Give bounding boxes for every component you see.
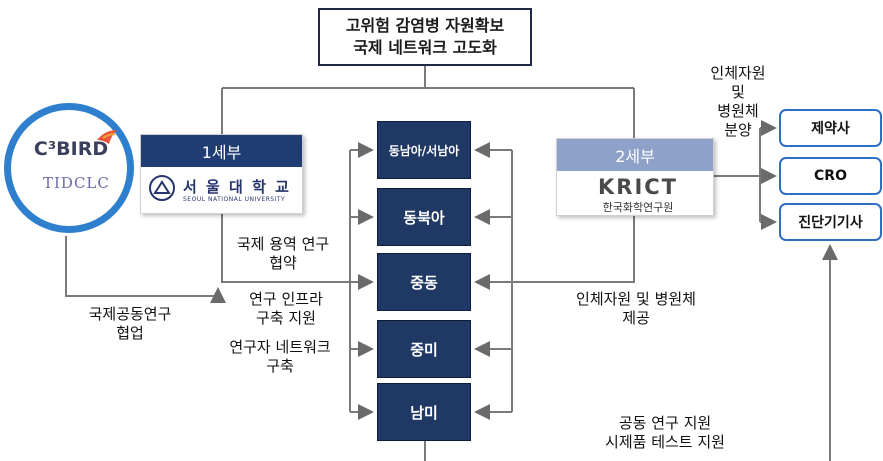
subproject2-card: 2세부 KRICT 한국화학연구원 [556, 138, 714, 216]
region-northeast-asia: 동북아 [377, 188, 471, 246]
snu-name-ko: 서 울 대 학 교 [183, 178, 291, 196]
label-joint-research: 공동 연구 지원 시제품 테스트 지원 [605, 414, 725, 451]
label-resource-provision: 인체자원 및 병원체 제공 [576, 290, 696, 327]
region-southeast-southwest-asia: 동남아/서남아 [377, 121, 471, 179]
subproject1-header: 1세부 [141, 135, 302, 167]
bird-icon [95, 128, 119, 146]
krict-name-ko: 한국화학연구원 [602, 201, 674, 214]
subproject1-card: 1세부 서 울 대 학 교 SEOUL NATIONAL UNIVERSITY [140, 134, 303, 214]
label-resource-distribution: 인체자원 및 병원체 분양 [710, 64, 766, 139]
krict-logo-text: KRICT [598, 175, 678, 199]
region-south-america: 남미 [377, 383, 471, 441]
goal-title-box: 고위험 감염병 자원확보 국제 네트워크 고도화 [318, 8, 532, 66]
partner-diagnostics: 진단기기사 [779, 203, 882, 241]
subproject2-header: 2세부 [557, 139, 713, 171]
region-central-america: 중미 [377, 320, 471, 378]
partner-pharma: 제약사 [779, 109, 882, 147]
snu-emblem-icon [149, 175, 175, 201]
label-infra-support: 연구 인프라 구축 지원 [249, 290, 323, 327]
label-intl-collab: 국제공동연구 협업 [88, 305, 172, 342]
c3bird-logo-circle: C³BIRD TIDCLC [4, 103, 134, 233]
goal-title-line2: 국제 네트워크 고도화 [353, 38, 497, 57]
snu-name-en: SEOUL NATIONAL UNIVERSITY [183, 196, 286, 203]
goal-title-line1: 고위험 감염병 자원확보 [345, 16, 505, 35]
tidclc-logo-text: TIDCLC [43, 174, 110, 192]
region-middle-east: 중동 [377, 253, 471, 311]
label-researcher-network: 연구자 네트워크 구축 [229, 338, 331, 375]
c3bird-logo-text: C³BIRD [33, 138, 109, 160]
label-intl-contract: 국제 용역 연구 협약 [236, 235, 330, 272]
partner-cro: CRO [779, 157, 882, 195]
